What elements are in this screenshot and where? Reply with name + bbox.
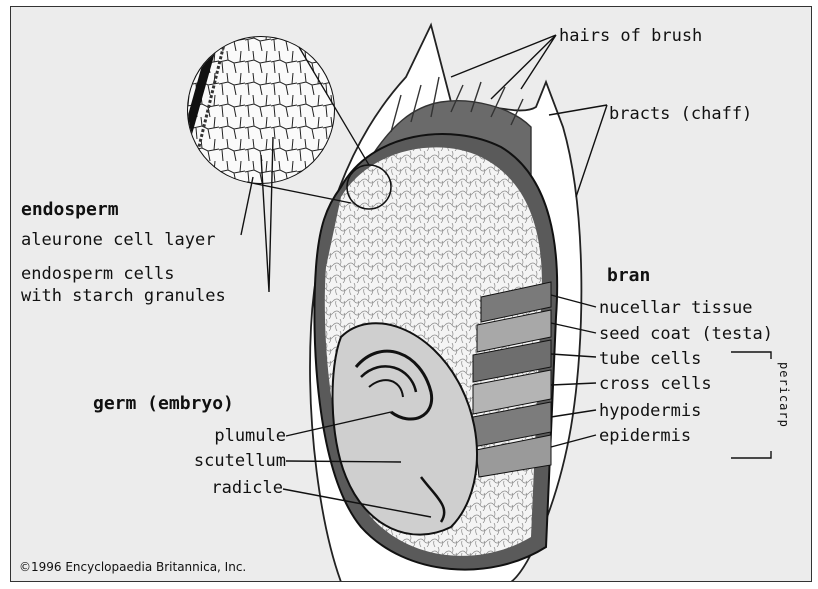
label-starch-granules: with starch granules [21, 285, 226, 307]
label-bran-item: tube cells [599, 348, 701, 370]
copyright-notice: ©1996 Encyclopaedia Britannica, Inc. [19, 556, 246, 578]
label-bran-item: nucellar tissue [599, 297, 753, 319]
diagram-frame: hairs of brush bracts (chaff) endosperm … [10, 6, 812, 582]
label-bran-item: cross cells [599, 373, 712, 395]
label-endosperm-heading: endosperm [21, 199, 119, 221]
label-endosperm-cells: endosperm cells [21, 263, 175, 285]
label-scutellum: scutellum [131, 450, 286, 472]
label-aleurone: aleurone cell layer [21, 229, 215, 251]
label-radicle: radicle [131, 477, 283, 499]
label-bran-heading: bran [607, 265, 650, 287]
label-plumule: plumule [131, 425, 286, 447]
label-germ-heading: germ (embryo) [93, 393, 234, 415]
label-bran-item: hypodermis [599, 400, 701, 422]
label-bran-item: epidermis [599, 425, 691, 447]
label-pericarp: pericarp [773, 362, 795, 428]
label-bran-item: seed coat (testa) [599, 323, 773, 345]
label-bracts: bracts (chaff) [609, 103, 752, 125]
label-hairs-of-brush: hairs of brush [559, 25, 702, 47]
